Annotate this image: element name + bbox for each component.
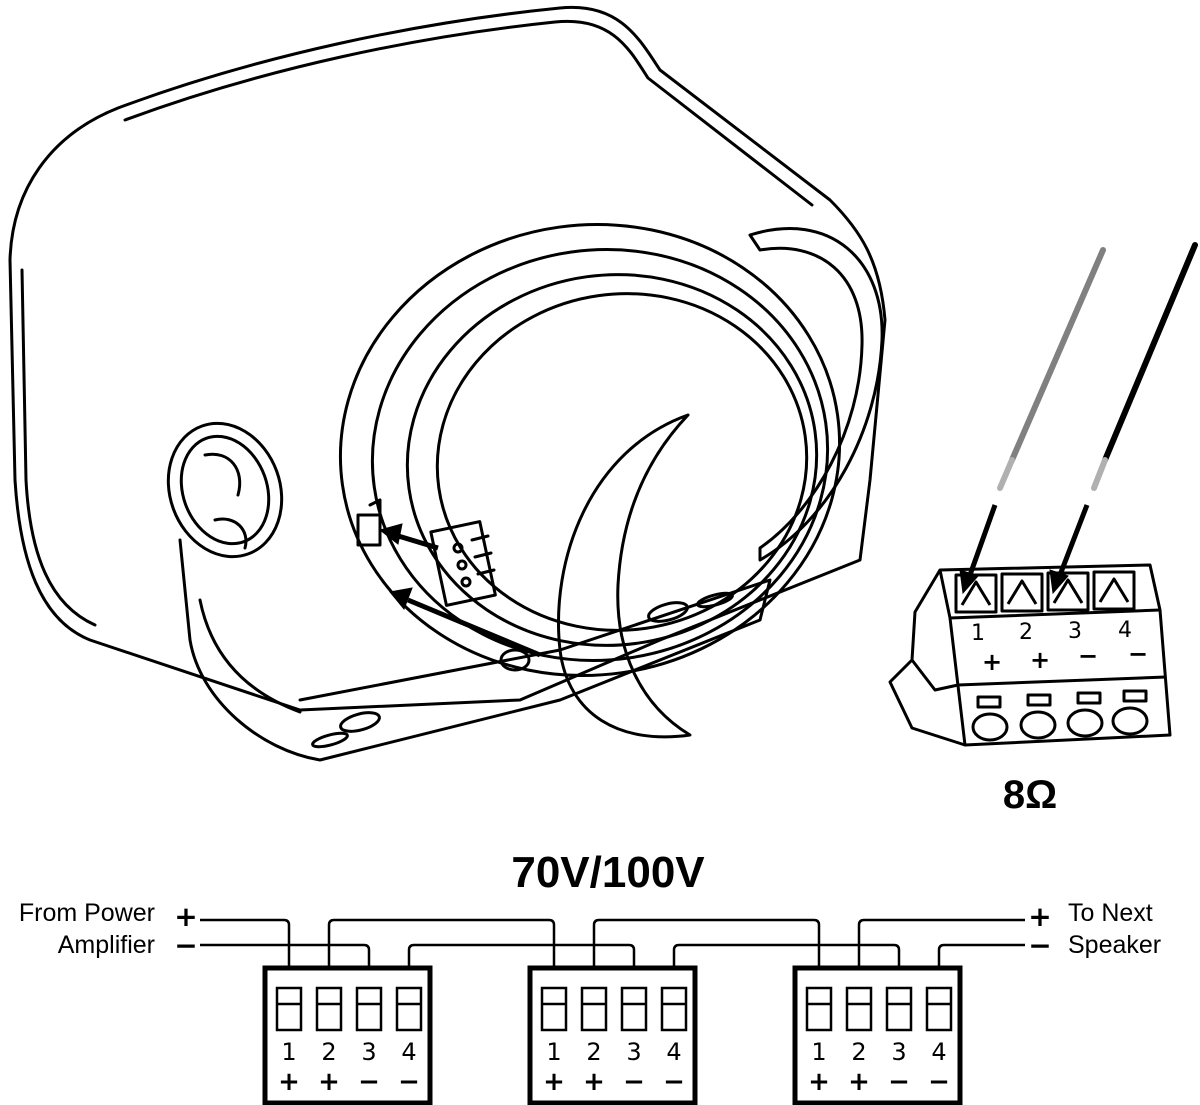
connector-terminal-2: 2 (1019, 620, 1033, 645)
terminal-block-1: 1+2+3−4− (262, 965, 433, 1105)
terminal-block-2: 1+2+3−4− (527, 965, 698, 1105)
block-terminal-number: 3 (626, 1038, 641, 1066)
wire (327, 918, 556, 1004)
wire (857, 918, 1025, 1004)
wire (407, 943, 636, 1004)
terminal-slot (315, 986, 343, 1032)
terminal-slot (355, 986, 383, 1032)
block-terminal-number: 1 (281, 1038, 296, 1066)
wire (672, 943, 901, 1004)
block-terminal-polarity: − (358, 1067, 380, 1097)
wiring-right-labels: + − To Next Speaker (1028, 899, 1161, 962)
terminal-slot (805, 986, 833, 1032)
block-terminal-polarity: + (848, 1067, 870, 1097)
block-terminal-number: 3 (891, 1038, 906, 1066)
block-terminal-number: 1 (811, 1038, 826, 1066)
terminal-slot (580, 986, 608, 1032)
from-power-label-line1: From Power (19, 899, 155, 927)
connector-polarity-2: + (1030, 646, 1050, 674)
wiring-lines (200, 918, 1025, 1004)
terminal-slot (620, 986, 648, 1032)
speaker-illustration (8, 5, 887, 762)
wires (997, 242, 1198, 491)
terminal-slot (275, 986, 303, 1032)
connector-terminal-3: 3 (1068, 619, 1082, 644)
output-minus-sign: − (1028, 929, 1051, 962)
to-next-label-line2: Speaker (1068, 931, 1161, 959)
block-terminal-polarity: − (928, 1067, 950, 1097)
terminal-block-connector (888, 563, 1172, 747)
terminal-slot (885, 986, 913, 1032)
block-terminal-number: 3 (361, 1038, 376, 1066)
block-terminal-number: 1 (546, 1038, 561, 1066)
connector-polarity-4: − (1128, 640, 1148, 668)
input-minus-sign: − (174, 929, 197, 962)
terminal-slot (540, 986, 568, 1032)
impedance-label: 8Ω (1003, 773, 1057, 817)
connector-polarity-1: + (982, 648, 1002, 676)
block-terminal-polarity: + (318, 1067, 340, 1097)
output-plus-sign: + (1028, 900, 1051, 933)
block-terminal-polarity: + (808, 1067, 830, 1097)
terminal-block-frame (792, 965, 963, 1105)
terminal-block-frame (527, 965, 698, 1105)
connector-polarity-3: − (1078, 642, 1098, 670)
connector-labels: 1 2 3 4 + + − − 8Ω (971, 618, 1148, 817)
input-plus-sign: + (174, 900, 197, 933)
block-terminal-polarity: − (623, 1067, 645, 1097)
block-terminal-number: 2 (321, 1038, 336, 1066)
block-terminal-number: 4 (401, 1038, 416, 1066)
block-terminal-polarity: + (278, 1067, 300, 1097)
terminal-slot (925, 986, 953, 1032)
block-terminal-polarity: − (888, 1067, 910, 1097)
wiring-left-labels: From Power Amplifier + − (19, 899, 198, 962)
block-terminal-number: 4 (931, 1038, 946, 1066)
terminal-block-3: 1+2+3−4− (792, 965, 963, 1105)
terminal-blocks: 1+2+3−4−1+2+3−4−1+2+3−4− (262, 965, 963, 1105)
insertion-arrows (378, 523, 541, 658)
terminal-slot (660, 986, 688, 1032)
wire (937, 943, 1025, 1004)
wiring-title: 70V/100V (511, 848, 705, 897)
wire (592, 918, 821, 1004)
connector-terminal-1: 1 (971, 621, 985, 646)
connector-terminal-4: 4 (1118, 618, 1132, 643)
block-terminal-polarity: − (398, 1067, 420, 1097)
wire (200, 918, 291, 1004)
terminal-slot (845, 986, 873, 1032)
block-terminal-polarity: − (663, 1067, 685, 1097)
block-terminal-polarity: + (583, 1067, 605, 1097)
block-terminal-number: 2 (586, 1038, 601, 1066)
block-terminal-number: 4 (666, 1038, 681, 1066)
wire (200, 943, 371, 1004)
terminal-slot (395, 986, 423, 1032)
to-next-label-line1: To Next (1068, 899, 1153, 927)
block-terminal-number: 2 (851, 1038, 866, 1066)
terminal-block-frame (262, 965, 433, 1105)
from-power-label-line2: Amplifier (58, 931, 155, 959)
block-terminal-polarity: + (543, 1067, 565, 1097)
